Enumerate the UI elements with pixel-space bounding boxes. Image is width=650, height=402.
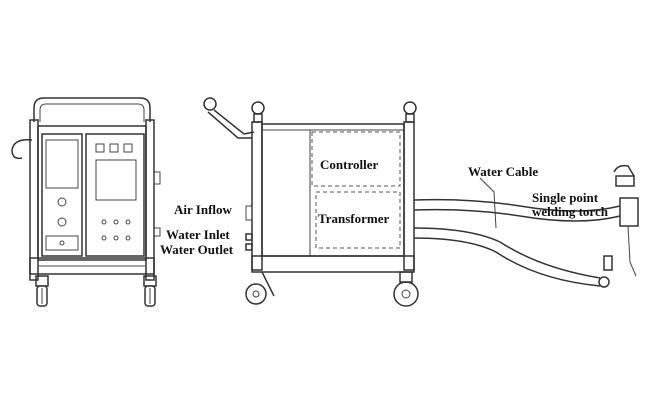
side-wheel-left <box>245 271 275 305</box>
indicator-3 <box>123 143 133 153</box>
side-hook <box>11 138 33 160</box>
water-inlet-label: Water Inlet <box>166 227 230 242</box>
lifting-eye-right <box>403 101 417 123</box>
transformer-region <box>315 191 401 249</box>
transformer-label: Transformer <box>318 211 389 226</box>
left-upright <box>29 119 39 281</box>
indicator-2 <box>109 143 119 153</box>
right-upright <box>145 119 155 281</box>
front-view-cart <box>11 97 161 307</box>
side-body <box>261 123 405 257</box>
torch-label-line1: Single point <box>532 190 599 205</box>
welding-torch <box>598 164 639 288</box>
air-inflow-label: Air Inflow <box>174 202 233 217</box>
side-connectors <box>245 205 253 251</box>
torch-label-line2: welding torch <box>532 204 609 219</box>
side-view-cart <box>203 97 419 307</box>
controller-region <box>311 131 401 187</box>
water-cable-label: Water Cable <box>468 164 538 179</box>
panel-knobs <box>101 219 131 241</box>
front-control-panel <box>85 133 145 257</box>
water-outlet-label: Water Outlet <box>160 242 234 257</box>
front-caster-right <box>143 275 157 307</box>
indicator-1 <box>95 143 105 153</box>
front-base <box>29 257 155 275</box>
side-wheel-right <box>393 271 419 307</box>
push-handle <box>203 97 255 139</box>
lifting-eye-left <box>251 101 265 123</box>
controller-label: Controller <box>320 157 378 172</box>
display-screen <box>95 159 137 201</box>
front-left-panel <box>41 133 83 257</box>
front-handle <box>33 97 151 122</box>
water-cable <box>413 177 621 287</box>
front-caster-left <box>35 275 49 307</box>
side-base <box>251 255 415 273</box>
front-body <box>37 125 147 261</box>
